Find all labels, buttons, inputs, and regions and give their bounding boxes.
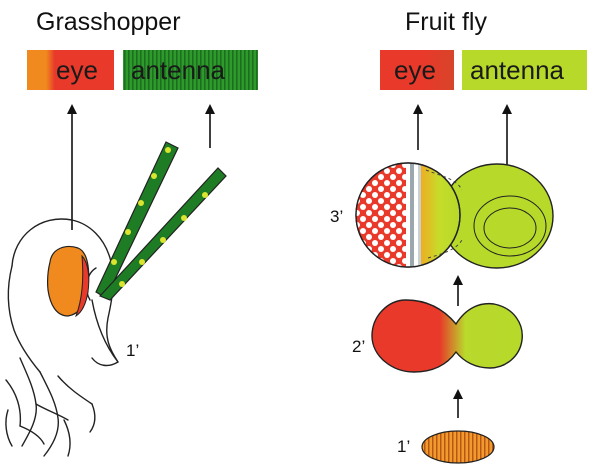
up-arrow-icon [67, 104, 77, 230]
grasshopper-eye-box: eye [27, 50, 114, 90]
up-arrow-icon [413, 104, 423, 150]
eye-antennal-disc-icon [372, 300, 522, 372]
grasshopper-title: Grasshopper [36, 8, 181, 36]
fruitfly-stage3-label: 3’ [330, 207, 343, 226]
antenna-icon [100, 168, 226, 300]
grasshopper-eye-label: eye [56, 55, 98, 85]
eye-antennal-disc-icon [356, 160, 553, 272]
eye-antennal-disc-icon [422, 431, 494, 463]
up-arrow-icon [453, 389, 463, 418]
fruitfly-antenna-box: antenna [462, 50, 587, 90]
grasshopper-antenna-label: antenna [131, 55, 226, 85]
antenna-icon [96, 142, 178, 298]
fruitfly-stage1-label: 1’ [397, 437, 410, 456]
up-arrow-icon [205, 104, 215, 148]
up-arrow-icon [453, 275, 463, 306]
grasshopper-head-drawing [6, 219, 118, 456]
fruitfly-eye-label: eye [394, 55, 436, 85]
fruitfly-title: Fruit fly [405, 8, 487, 36]
fruitfly-eye-box: eye [380, 50, 454, 90]
grasshopper-stage-label: 1’ [126, 341, 139, 360]
up-arrow-icon [502, 104, 512, 165]
fruitfly-antenna-label: antenna [470, 55, 565, 85]
grasshopper-antenna-box: antenna [123, 50, 258, 90]
fruitfly-stage2-label: 2’ [352, 337, 365, 356]
